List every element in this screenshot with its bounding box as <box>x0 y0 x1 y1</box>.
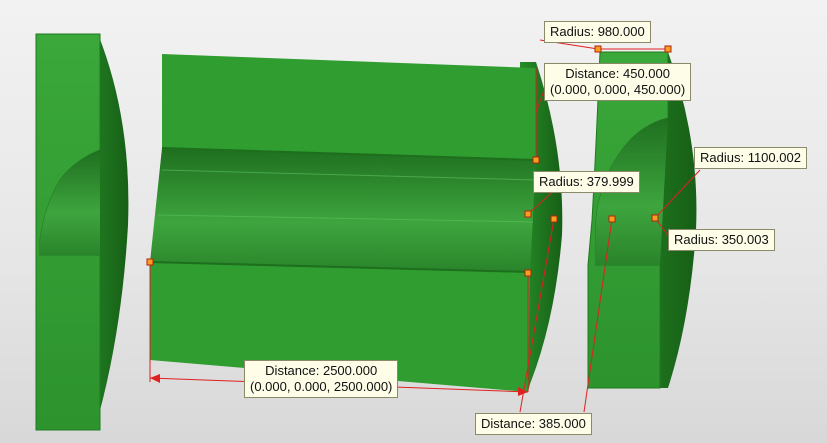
center-pipe-part[interactable] <box>149 54 563 392</box>
radius-1100-label[interactable]: Radius: 1100.002 <box>694 147 807 169</box>
left-ring-part[interactable] <box>35 33 129 431</box>
radius-980-text: Radius: 980.000 <box>550 24 645 39</box>
radius-380-label[interactable]: Radius: 379.999 <box>533 171 640 193</box>
right-ring-part[interactable] <box>587 51 697 389</box>
distance-385-label[interactable]: Distance: 385.000 <box>475 413 592 435</box>
distance-385-text: Distance: 385.000 <box>481 416 586 431</box>
radius-350-label[interactable]: Radius: 350.003 <box>668 229 775 251</box>
radius-380-text: Radius: 379.999 <box>539 174 634 189</box>
distance-2500-line2: (0.000, 0.000, 2500.000) <box>250 379 393 394</box>
distance-2500-line1: Distance: 2500.000 <box>265 363 378 378</box>
distance-2500-label[interactable]: Distance: 2500.000 (0.000, 0.000, 2500.0… <box>244 360 399 398</box>
distance-450-line1: Distance: 450.000 <box>565 66 670 81</box>
distance-450-line2: (0.000, 0.000, 450.000) <box>550 82 686 97</box>
radius-350-text: Radius: 350.003 <box>674 232 769 247</box>
distance-450-label[interactable]: Distance: 450.000 (0.000, 0.000, 450.000… <box>544 63 692 101</box>
dimension-markers <box>146 45 672 277</box>
radius-1100-text: Radius: 1100.002 <box>700 150 801 165</box>
radius-980-label[interactable]: Radius: 980.000 <box>544 21 651 43</box>
